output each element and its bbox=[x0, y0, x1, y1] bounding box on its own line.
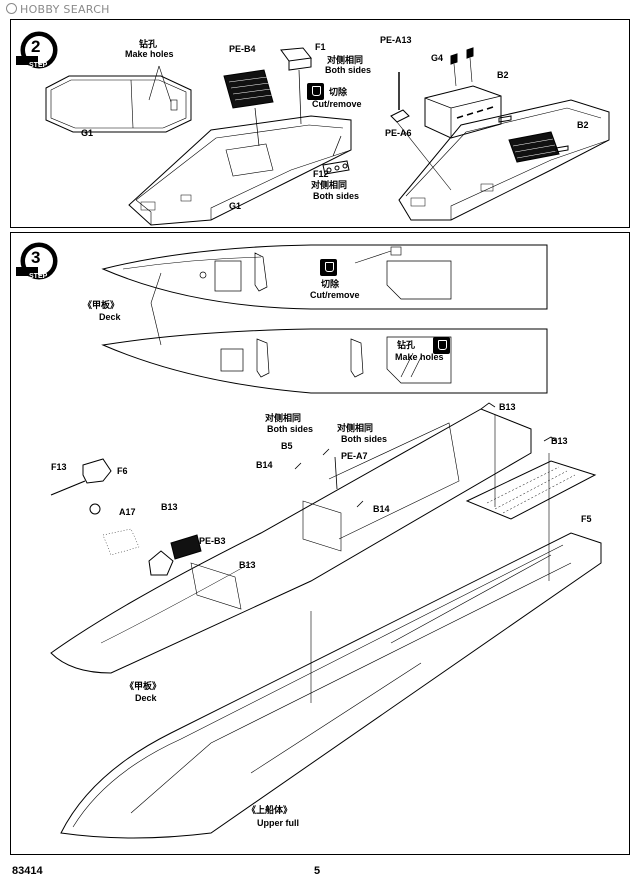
f1-part bbox=[280, 47, 312, 71]
label-b13-b: B13 bbox=[551, 436, 568, 446]
step2-panel: STEP 2 钻孔 Make holes G1 G1 PE-B4 F1 对侧相同… bbox=[10, 19, 630, 228]
step3-make-holes-cn: 钻孔 bbox=[397, 340, 416, 350]
both-sides-cn-1: 对侧相同 bbox=[327, 55, 364, 65]
both-sides-en-2: Both sides bbox=[313, 191, 360, 201]
b2-part-top bbox=[498, 115, 512, 123]
make-holes-cn: 钻孔 bbox=[139, 39, 158, 49]
label-b13-c: B13 bbox=[161, 502, 178, 512]
label-b14-a: B14 bbox=[256, 460, 273, 470]
label-b13-d: B13 bbox=[239, 560, 256, 570]
label-g4: G4 bbox=[431, 53, 444, 63]
both-sides-en-step3-1: Both sides bbox=[267, 424, 314, 434]
label-a17: A17 bbox=[119, 507, 136, 517]
step3-cut-en: Cut/remove bbox=[310, 290, 360, 300]
b2-part-bottom bbox=[555, 145, 569, 153]
watermark-logo-icon bbox=[6, 3, 17, 14]
small-parts bbox=[294, 402, 558, 508]
watermark-text: HOBBY SEARCH bbox=[20, 3, 110, 16]
label-b5: B5 bbox=[281, 441, 293, 451]
model-number: 83414 bbox=[12, 865, 43, 877]
step3-badge-icon bbox=[16, 242, 58, 280]
drill-icon-step3 bbox=[433, 337, 450, 354]
f6-turret bbox=[50, 458, 112, 515]
label-b2-bottom: B2 bbox=[577, 120, 589, 130]
page-number: 5 bbox=[314, 865, 321, 877]
step3-badge-label: STEP bbox=[29, 273, 48, 280]
deck-plan-bottom bbox=[101, 328, 548, 394]
deck-cn-bottom: 《甲板》 bbox=[125, 681, 162, 691]
both-sides-cn-2: 对侧相同 bbox=[311, 180, 348, 190]
label-pe-a13: PE-A13 bbox=[380, 35, 412, 45]
main-deck-assembly bbox=[50, 408, 532, 674]
cut-en: Cut/remove bbox=[312, 99, 362, 109]
label-f6: F6 bbox=[117, 466, 128, 476]
step3-drawing bbox=[16, 242, 602, 839]
f12-part bbox=[322, 160, 350, 175]
right-superstructure bbox=[398, 99, 610, 221]
label-f12: F12 bbox=[313, 169, 329, 179]
cut-cn: 切除 bbox=[329, 87, 348, 97]
label-pe-a7: PE-A7 bbox=[341, 451, 368, 461]
label-f5: F5 bbox=[581, 514, 592, 524]
mast-antennas bbox=[450, 47, 474, 87]
both-sides-en-step3-2: Both sides bbox=[341, 434, 388, 444]
label-b13-a: B13 bbox=[499, 402, 516, 412]
deck-en-top: Deck bbox=[99, 312, 121, 322]
upper-hull-cn: 《上船体》 bbox=[247, 805, 293, 815]
label-f13: F13 bbox=[51, 462, 67, 472]
label-pe-b3: PE-B3 bbox=[199, 536, 226, 546]
pe-b4-grating bbox=[223, 69, 274, 109]
label-g1-left: G1 bbox=[81, 128, 94, 138]
g4-bridge-block bbox=[424, 85, 502, 139]
upper-hull-en: Upper full bbox=[257, 818, 299, 828]
step3-cut-cn: 切除 bbox=[321, 279, 340, 289]
step3-panel: STEP 3 切除 Cut/remove 《甲板》 Deck 钻孔 Make h… bbox=[10, 232, 630, 855]
cut-remove-icon bbox=[307, 83, 324, 100]
deck-plan-top bbox=[101, 244, 548, 310]
pe-a13-mast bbox=[390, 72, 410, 123]
watermark: HOBBY SEARCH bbox=[6, 3, 110, 16]
cut-remove-icon-step3 bbox=[320, 259, 337, 276]
center-superstructure bbox=[128, 115, 352, 226]
deck-en-bottom: Deck bbox=[135, 693, 157, 703]
both-sides-en-1: Both sides bbox=[325, 65, 372, 75]
label-pe-b4: PE-B4 bbox=[229, 44, 256, 54]
label-f1: F1 bbox=[315, 42, 326, 52]
f5-deck-plate bbox=[465, 460, 597, 520]
step2-badge-number: 2 bbox=[31, 37, 41, 56]
upper-hull bbox=[60, 532, 602, 839]
step2-drawing bbox=[16, 31, 610, 226]
step2-badge-label: STEP bbox=[29, 62, 48, 69]
both-sides-cn-step3-2: 对侧相同 bbox=[337, 423, 374, 433]
pe-b3-gun bbox=[102, 528, 202, 576]
label-pe-a6: PE-A6 bbox=[385, 128, 412, 138]
label-g1-center: G1 bbox=[229, 201, 242, 211]
step3-make-holes-en: Make holes bbox=[395, 352, 444, 362]
make-holes-en: Make holes bbox=[125, 49, 174, 59]
deck-cn-top: 《甲板》 bbox=[83, 300, 120, 310]
label-b2-top: B2 bbox=[497, 70, 509, 80]
both-sides-cn-step3-1: 对侧相同 bbox=[265, 413, 302, 423]
step3-badge-number: 3 bbox=[31, 248, 41, 267]
label-b14-b: B14 bbox=[373, 504, 390, 514]
step2-badge-icon bbox=[16, 31, 58, 69]
g1-deck-plate bbox=[45, 75, 192, 133]
